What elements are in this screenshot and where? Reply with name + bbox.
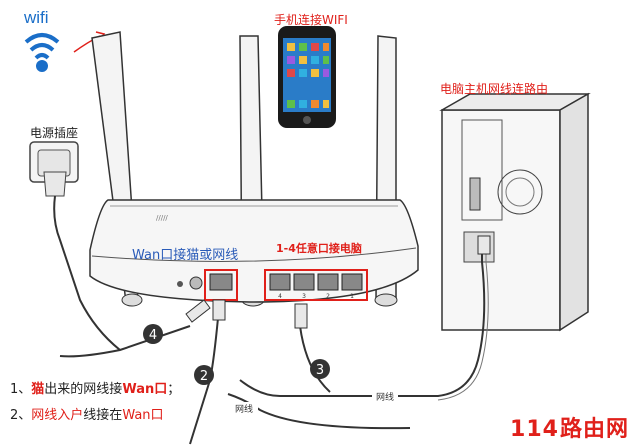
- port-number: 4: [278, 293, 282, 300]
- step-2: 2、网线入户线接在Wan口: [10, 408, 164, 423]
- pc-plug-icon: [477, 235, 491, 255]
- badge-4: 4: [143, 324, 163, 344]
- svg-text://///: /////: [156, 214, 168, 222]
- cable-label-bg: [230, 402, 258, 414]
- wan-port-label: Wan口接猫或网线: [132, 248, 239, 263]
- pc-tower-icon: [439, 92, 591, 332]
- cable-label: 网线: [235, 403, 253, 415]
- lan-ports-label: 1-4任意口接电脑: [276, 242, 362, 255]
- lan-highlight-box: [264, 269, 368, 301]
- pc-label: 电脑主机网线连路由: [440, 82, 549, 96]
- power-socket-icon: [29, 141, 121, 351]
- power-plug-icon: [185, 299, 211, 323]
- wifi-label: wifi: [24, 8, 49, 27]
- lan-ports: [269, 273, 363, 291]
- watermark-logo: 114路由网: [510, 417, 630, 442]
- svg-text:4: 4: [149, 328, 157, 343]
- reset-button: [177, 281, 183, 287]
- step-1: 1、猫出来的网线接Wan口；: [10, 382, 181, 397]
- cable-label-bg: [372, 390, 398, 402]
- power-port: [189, 276, 203, 290]
- svg-text:3: 3: [316, 363, 324, 378]
- port-number: 1: [350, 293, 354, 300]
- wan-plug-icon: [212, 299, 226, 321]
- port-number: 2: [326, 293, 330, 300]
- wan-port: [209, 273, 233, 291]
- lan-plug-icon: [294, 303, 308, 329]
- port-number: 3: [302, 293, 306, 300]
- wifi-icon: [24, 33, 60, 72]
- badge-2: 2: [194, 365, 214, 385]
- phone-label: 手机连接WIFI: [274, 13, 348, 27]
- svg-text:2: 2: [200, 369, 208, 384]
- badge-3: 3: [310, 359, 330, 379]
- power-socket-label: 电源插座: [30, 126, 79, 140]
- cable-label-right: 网线: [376, 391, 394, 403]
- phone-icon: [278, 26, 336, 128]
